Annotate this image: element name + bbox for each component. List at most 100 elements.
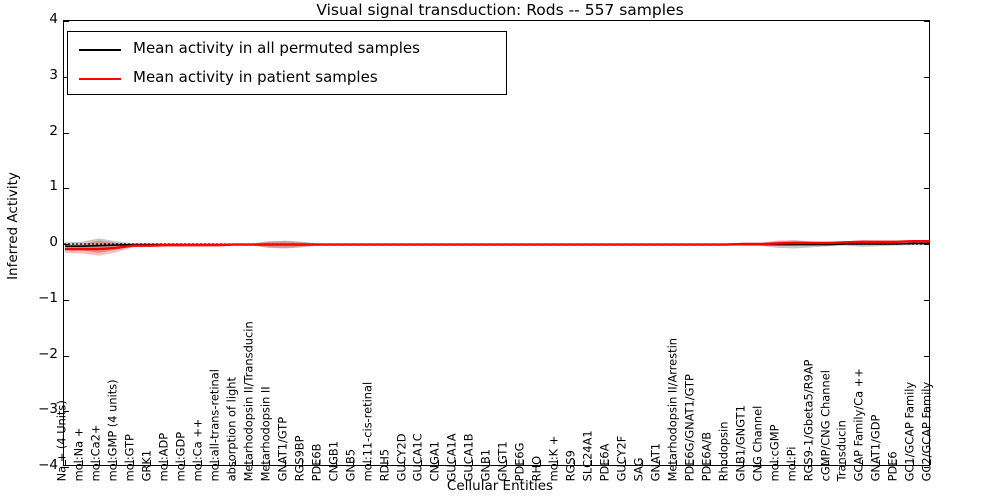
chart-legend: Mean activity in all permuted samples Me… [67, 31, 507, 95]
x-tick-label: absorption of light [224, 377, 239, 482]
x-tick-label: mol:Na + [71, 427, 86, 482]
x-tick-label: mol:all-trans-retinal [207, 369, 222, 482]
x-tick-mark [675, 460, 677, 465]
x-tick-label: mol:ADP [156, 432, 171, 482]
x-tick-mark [285, 460, 287, 465]
x-tick-label: mol:Pi [784, 446, 799, 482]
x-tick-label: CNG Channel [750, 405, 765, 482]
error-band-permuted [65, 238, 930, 253]
x-tick-mark [98, 460, 100, 465]
y-tick-label: 0 [49, 234, 58, 250]
x-tick-mark [692, 460, 694, 465]
x-tick-label: mol:Ca2+ [88, 424, 103, 482]
y-tick-label: 2 [49, 122, 58, 139]
y-tick-label: −1 [38, 289, 58, 306]
x-tick-label: Na + (4 Units) [54, 400, 69, 482]
x-tick-mark [760, 460, 762, 465]
x-tick-mark [709, 460, 711, 465]
x-tick-label: cGMP/CNG Channel [818, 370, 833, 482]
x-tick-mark [81, 460, 83, 465]
x-tick-mark [930, 460, 931, 465]
y-tick-mark [924, 76, 929, 78]
x-tick-mark [896, 460, 898, 465]
y-tick-mark [64, 355, 69, 357]
y-tick-mark [924, 467, 929, 468]
x-tick-mark [505, 460, 507, 465]
series-lines [65, 240, 930, 251]
x-tick-mark [455, 460, 457, 465]
x-tick-label: mol:cGMP [767, 424, 782, 482]
x-tick-mark [149, 460, 151, 465]
x-tick-label: mol:Ca ++ [190, 418, 205, 482]
x-tick-label: PDE6A/B [699, 431, 714, 482]
x-tick-label: mol:K + [546, 435, 561, 482]
legend-swatch-permuted [79, 49, 121, 51]
legend-label-patient: Mean activity in patient samples [133, 68, 378, 86]
legend-swatch-patient [79, 78, 121, 80]
x-tick-mark [370, 460, 372, 465]
x-tick-label: GC1/GCAP Family [902, 381, 917, 482]
x-tick-label: GUCY2D [394, 433, 409, 482]
x-tick-mark [217, 460, 219, 465]
x-tick-mark [268, 460, 270, 465]
x-tick-mark [183, 460, 185, 465]
x-tick-mark [743, 460, 745, 465]
x-tick-label: GUCA1B [461, 433, 476, 482]
y-tick-mark [924, 411, 929, 413]
x-tick-label: mol:GMP (4 units) [105, 379, 120, 482]
y-tick-mark [924, 244, 929, 245]
x-tick-mark [132, 460, 134, 465]
y-tick-mark [924, 188, 929, 190]
x-tick-label: RGS9-1/Gbeta5/R9AP [801, 359, 816, 482]
x-tick-mark [404, 460, 406, 465]
x-tick-label: CNGB1 [326, 441, 341, 482]
x-tick-mark [472, 460, 474, 465]
x-tick-mark [115, 460, 117, 465]
chart-title: Visual signal transduction: Rods -- 557 … [316, 1, 684, 19]
x-tick-mark [319, 460, 321, 465]
y-tick-label: 1 [49, 178, 58, 195]
x-tick-mark [302, 460, 304, 465]
x-tick-label: GNAT1/GDP [869, 414, 883, 482]
x-tick-mark [641, 460, 643, 465]
x-tick-label: PDE6B [309, 443, 324, 482]
x-tick-mark [539, 460, 541, 465]
x-tick-label: mol:GDP [173, 431, 188, 482]
x-tick-label: RGS9 [563, 450, 578, 482]
y-tick-mark [924, 355, 929, 357]
y-tick-mark [64, 21, 69, 22]
x-tick-label: GUCY2F [614, 435, 629, 482]
x-tick-label: GUCA1A [444, 433, 459, 482]
x-tick-label: GNB5 [343, 448, 358, 482]
x-tick-label: RHO [529, 455, 544, 482]
x-tick-mark [166, 460, 168, 465]
x-tick-label: GCAP Family/Ca ++ [852, 368, 867, 482]
y-tick-mark [64, 467, 69, 468]
x-tick-label: RGS9BP [292, 435, 307, 482]
x-tick-label: GNB1 [478, 448, 493, 482]
x-tick-label: mol:11-cis-retinal [360, 381, 375, 482]
y-tick-mark [64, 244, 69, 245]
y-tick-label: 4 [49, 11, 58, 27]
x-tick-label: CNGA1 [428, 441, 443, 482]
x-tick-label: mol:GTP [122, 434, 137, 482]
x-tick-mark [658, 460, 660, 465]
plot-canvas [64, 238, 931, 256]
y-tick-label: 3 [49, 66, 58, 83]
legend-entry-patient: Mean activity in patient samples [68, 63, 506, 95]
line-patient [65, 240, 930, 251]
x-tick-mark [811, 460, 813, 465]
y-tick-mark [64, 299, 69, 301]
x-tick-mark [726, 460, 728, 465]
y-tick-mark [64, 132, 69, 134]
x-tick-mark [438, 460, 440, 465]
x-tick-mark [828, 460, 830, 465]
x-tick-label: Metarhodopsin II [258, 386, 273, 482]
x-tick-mark [590, 460, 592, 465]
x-tick-label: GNAT1/GTP [275, 416, 290, 482]
x-tick-label: GNGT1 [495, 441, 510, 482]
x-tick-mark [777, 460, 779, 465]
y-tick-mark [64, 188, 69, 190]
y-tick-mark [924, 299, 929, 301]
